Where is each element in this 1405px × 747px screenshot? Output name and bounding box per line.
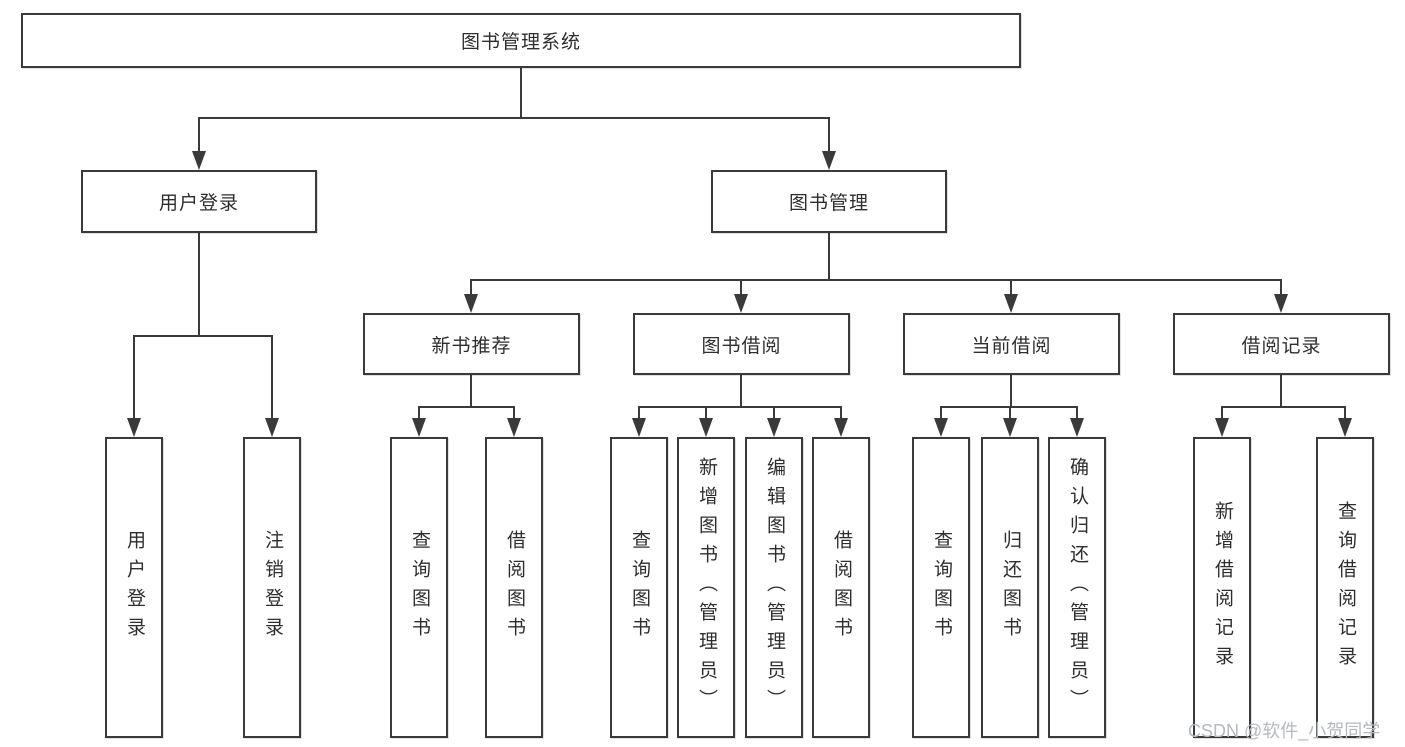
arrowhead-down — [412, 418, 426, 437]
leaf-query-books-current: 查询图书 — [912, 437, 970, 738]
connector-line — [271, 335, 273, 420]
leaf-logout: 注销登录 — [243, 437, 301, 738]
connector-line — [828, 117, 830, 153]
connector-line — [1280, 375, 1282, 408]
connector-line — [1221, 406, 1346, 408]
connector-line — [740, 375, 742, 408]
arrowhead-down — [265, 418, 279, 437]
node-new-book-recommendation: 新书推荐 — [363, 313, 580, 375]
connector-line — [520, 68, 522, 118]
connector-line — [1010, 375, 1012, 408]
connector-line — [1280, 279, 1282, 296]
connector-line — [198, 117, 830, 119]
connector-line — [773, 406, 775, 420]
leaf-query-borrow-record: 查询借阅记录 — [1316, 437, 1374, 738]
connector-line — [1076, 406, 1078, 420]
leaf-edit-books-admin: 编辑图书（管理员） — [745, 437, 803, 738]
arrowhead-down — [1338, 418, 1352, 437]
leaf-confirm-return-admin: 确认归还（管理员） — [1048, 437, 1106, 738]
arrowhead-down — [1215, 418, 1229, 437]
arrowhead-down — [127, 418, 141, 437]
leaf-query-books-recommend: 查询图书 — [390, 437, 448, 738]
connector-line — [470, 375, 472, 408]
node-borrowing-records: 借阅记录 — [1173, 313, 1390, 375]
leaf-return-books: 归还图书 — [981, 437, 1039, 738]
node-book-borrowing: 图书借阅 — [633, 313, 850, 375]
leaf-add-borrow-record: 新增借阅记录 — [1193, 437, 1251, 738]
connector-line — [133, 335, 273, 337]
arrowhead-down — [767, 418, 781, 437]
connector-line — [840, 406, 842, 420]
connector-line — [638, 406, 842, 408]
connector-line — [705, 406, 707, 420]
csdn-watermark: CSDN @软件_小贺同学 — [1188, 721, 1381, 741]
connector-line — [470, 279, 472, 296]
arrowhead-down — [934, 418, 948, 437]
connector-line — [940, 406, 942, 420]
connector-line — [1009, 406, 1011, 420]
arrowhead-down — [834, 418, 848, 437]
connector-line — [740, 279, 742, 296]
arrowhead-down — [1004, 294, 1018, 313]
connector-line — [418, 406, 515, 408]
leaf-borrow-books: 借阅图书 — [812, 437, 870, 738]
connector-line — [418, 406, 420, 420]
leaf-add-books-admin: 新增图书（管理员） — [677, 437, 735, 738]
connector-line — [470, 279, 1282, 281]
arrowhead-down — [464, 294, 478, 313]
arrowhead-down — [1003, 418, 1017, 437]
connector-line — [513, 406, 515, 420]
node-book-management: 图书管理 — [711, 170, 947, 233]
connector-line — [828, 233, 830, 281]
arrowhead-down — [734, 294, 748, 313]
connector-line — [133, 335, 135, 420]
connector-line — [638, 406, 640, 420]
connector-line — [1010, 279, 1012, 296]
leaf-borrow-books-recommend: 借阅图书 — [485, 437, 543, 738]
connector-line — [1344, 406, 1346, 420]
arrowhead-down — [699, 418, 713, 437]
connector-line — [1221, 406, 1223, 420]
connector-line — [198, 117, 200, 153]
arrowhead-down — [1274, 294, 1288, 313]
node-library-management-system: 图书管理系统 — [21, 13, 1021, 68]
connector-line — [198, 233, 200, 336]
arrowhead-down — [192, 151, 206, 170]
leaf-query-books-borrowing: 查询图书 — [610, 437, 668, 738]
arrowhead-down — [632, 418, 646, 437]
arrowhead-down — [1070, 418, 1084, 437]
leaf-user-login: 用户登录 — [105, 437, 163, 738]
arrowhead-down — [507, 418, 521, 437]
node-user-login: 用户登录 — [81, 170, 317, 233]
arrowhead-down — [822, 151, 836, 170]
node-current-borrowing: 当前借阅 — [903, 313, 1120, 375]
